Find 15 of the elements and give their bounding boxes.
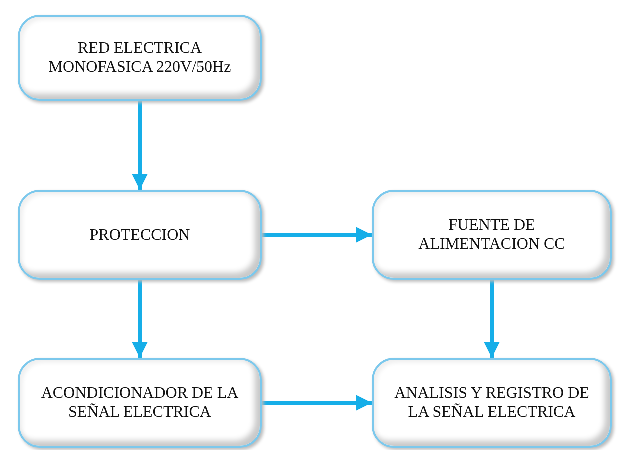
arrow — [132, 280, 148, 358]
process-box — [372, 190, 612, 280]
box-label: ANALISIS Y REGISTRO DE LA SEÑAL ELECTRICA — [394, 384, 590, 422]
arrow — [484, 280, 500, 358]
process-box — [18, 358, 262, 448]
arrow — [262, 395, 372, 411]
box-label: RED ELECTRICA MONOFASICA 220V/50Hz — [48, 39, 232, 77]
process-box — [18, 190, 262, 280]
process-box — [372, 358, 612, 448]
arrow — [132, 101, 148, 190]
box-label: FUENTE DE ALIMENTACION CC — [418, 216, 566, 254]
box-label: ACONDICIONADOR DE LA SEÑAL ELECTRICA — [40, 384, 240, 422]
box-label: PROTECCION — [90, 226, 190, 244]
process-box — [18, 15, 262, 101]
arrow — [262, 227, 372, 243]
